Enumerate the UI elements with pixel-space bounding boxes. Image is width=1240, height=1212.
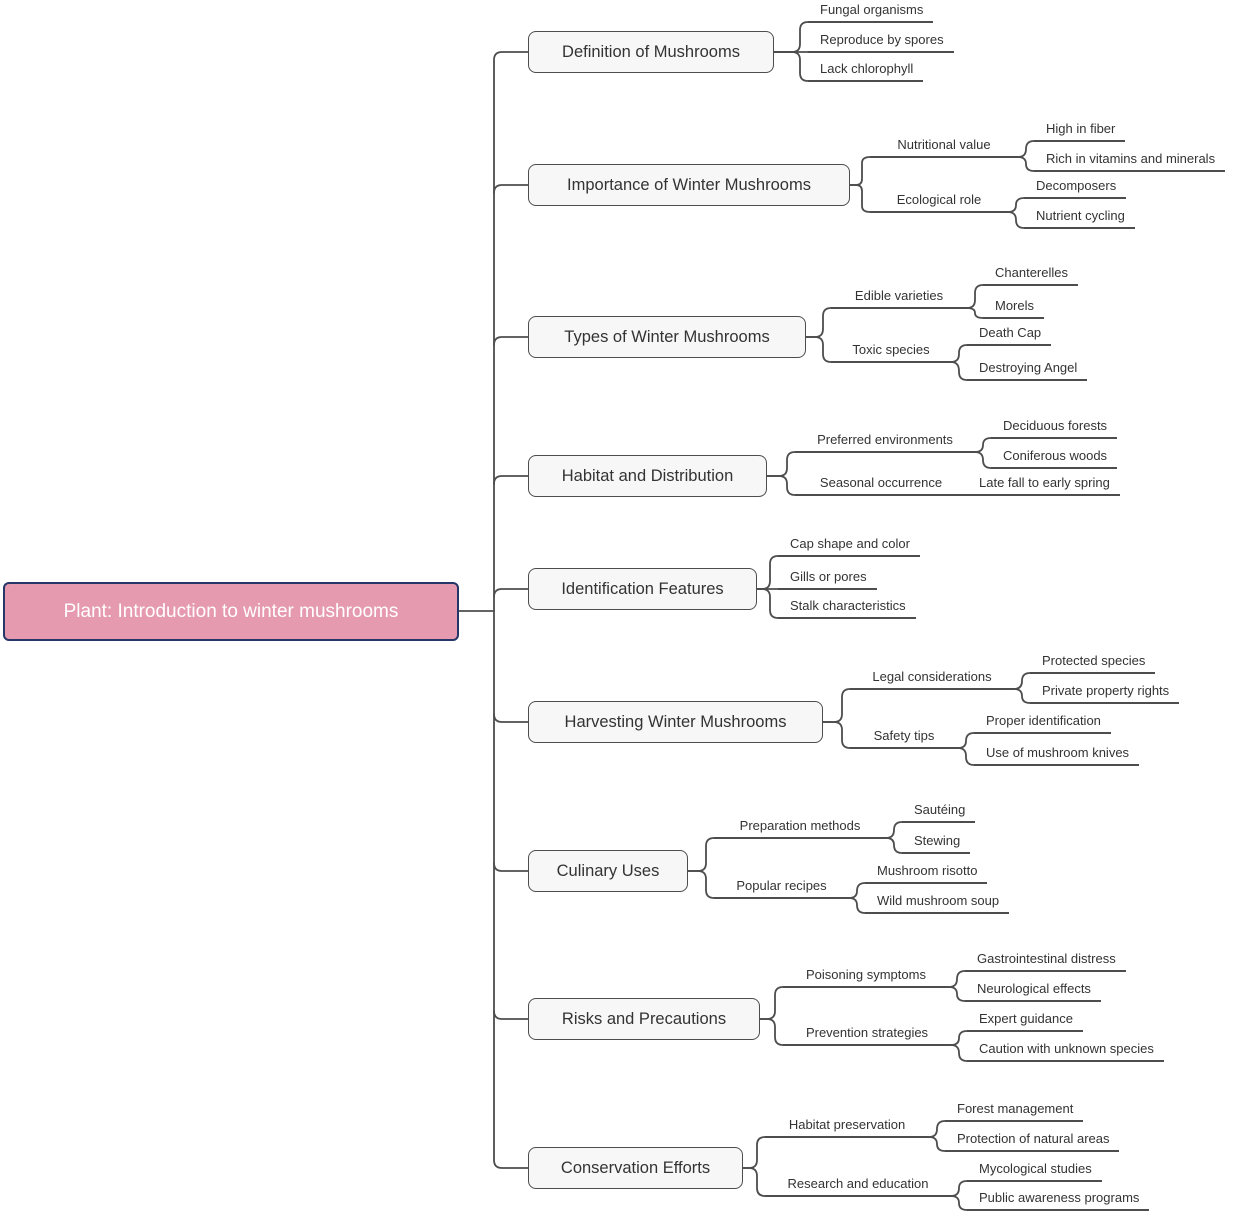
leaf-rich-in-vitamins-and-minerals[interactable]: Rich in vitamins and minerals — [1034, 149, 1226, 172]
subtopic-seasonal-occurrence[interactable]: Seasonal occurrence — [795, 473, 967, 496]
leaf-reproduce-by-spores[interactable]: Reproduce by spores — [808, 30, 954, 53]
subtopic-poisoning-symptoms[interactable]: Poisoning symptoms — [783, 965, 949, 988]
leaf-death-cap[interactable]: Death Cap — [967, 323, 1052, 346]
subtopic-edible-varieties[interactable]: Edible varieties — [831, 286, 967, 309]
leaf-sauteing[interactable]: Sautéing — [902, 800, 976, 823]
leaf-gastrointestinal-distress[interactable]: Gastrointestinal distress — [965, 949, 1126, 972]
leaf-deciduous-forests[interactable]: Deciduous forests — [991, 416, 1118, 439]
branch-definition-connectors — [773, 21, 809, 82]
topic-definition-of-mushrooms[interactable]: Definition of Mushrooms — [528, 31, 774, 73]
subtopic-toxic-species[interactable]: Toxic species — [831, 340, 951, 363]
leaf-proper-identification[interactable]: Proper identification — [974, 711, 1111, 734]
leaf-nutrient-cycling[interactable]: Nutrient cycling — [1024, 206, 1135, 229]
subtopic-popular-recipes[interactable]: Popular recipes — [714, 876, 849, 899]
leaf-private-property-rights[interactable]: Private property rights — [1030, 681, 1180, 704]
topic-risks-and-precautions[interactable]: Risks and Precautions — [528, 998, 760, 1040]
leaf-gills-or-pores[interactable]: Gills or pores — [778, 567, 877, 590]
leaf-cap-shape-and-color[interactable]: Cap shape and color — [778, 534, 920, 557]
leaf-destroying-angel[interactable]: Destroying Angel — [967, 358, 1088, 381]
topic-harvesting-winter-mushrooms[interactable]: Harvesting Winter Mushrooms — [528, 701, 823, 743]
leaf-chanterelles[interactable]: Chanterelles — [983, 263, 1078, 286]
leaf-mushroom-risotto[interactable]: Mushroom risotto — [865, 861, 988, 884]
leaf-high-in-fiber[interactable]: High in fiber — [1034, 119, 1126, 142]
leaf-use-of-mushroom-knives[interactable]: Use of mushroom knives — [974, 743, 1140, 766]
leaf-stewing[interactable]: Stewing — [902, 831, 971, 854]
subtopic-preparation-methods[interactable]: Preparation methods — [714, 816, 886, 839]
leaf-protected-species[interactable]: Protected species — [1030, 651, 1156, 674]
subtopic-legal-considerations[interactable]: Legal considerations — [850, 667, 1014, 690]
leaf-caution-with-unknown-species[interactable]: Caution with unknown species — [967, 1039, 1164, 1062]
leaf-protection-of-natural-areas[interactable]: Protection of natural areas — [945, 1129, 1120, 1152]
branch-identification-connectors — [756, 555, 779, 619]
leaf-mycological-studies[interactable]: Mycological studies — [967, 1159, 1102, 1182]
leaf-late-fall-to-early-spring[interactable]: Late fall to early spring — [967, 473, 1120, 496]
topic-culinary-uses[interactable]: Culinary Uses — [528, 850, 688, 892]
subtopic-safety-tips[interactable]: Safety tips — [850, 726, 958, 749]
leaf-stalk-characteristics[interactable]: Stalk characteristics — [778, 596, 916, 619]
leaf-expert-guidance[interactable]: Expert guidance — [967, 1009, 1083, 1032]
topic-types-of-winter-mushrooms[interactable]: Types of Winter Mushrooms — [528, 316, 806, 358]
subtopic-prevention-strategies[interactable]: Prevention strategies — [783, 1023, 951, 1046]
topic-importance-of-winter-mushrooms[interactable]: Importance of Winter Mushrooms — [528, 164, 850, 206]
leaf-morels[interactable]: Morels — [983, 296, 1045, 319]
leaf-neurological-effects[interactable]: Neurological effects — [965, 979, 1101, 1002]
leaf-forest-management[interactable]: Forest management — [945, 1099, 1084, 1122]
subtopic-preferred-environments[interactable]: Preferred environments — [795, 430, 975, 453]
subtopic-research-and-education[interactable]: Research and education — [765, 1174, 951, 1197]
subtopic-ecological-role[interactable]: Ecological role — [870, 190, 1008, 213]
leaf-public-awareness-programs[interactable]: Public awareness programs — [967, 1188, 1150, 1211]
leaf-lack-chlorophyll[interactable]: Lack chlorophyll — [808, 59, 924, 82]
leaf-fungal-organisms[interactable]: Fungal organisms — [808, 0, 934, 23]
subtopic-habitat-preservation[interactable]: Habitat preservation — [765, 1115, 929, 1138]
topic-habitat-and-distribution[interactable]: Habitat and Distribution — [528, 455, 767, 497]
leaf-decomposers[interactable]: Decomposers — [1024, 176, 1127, 199]
subtopic-nutritional-value[interactable]: Nutritional value — [870, 135, 1018, 158]
leaf-wild-mushroom-soup[interactable]: Wild mushroom soup — [865, 891, 1010, 914]
trunk-connectors — [458, 51, 531, 1169]
leaf-coniferous-woods[interactable]: Coniferous woods — [991, 446, 1118, 469]
topic-conservation-efforts[interactable]: Conservation Efforts — [528, 1147, 743, 1189]
root-node[interactable]: Plant: Introduction to winter mushrooms — [3, 582, 459, 641]
topic-identification-features[interactable]: Identification Features — [528, 568, 757, 610]
